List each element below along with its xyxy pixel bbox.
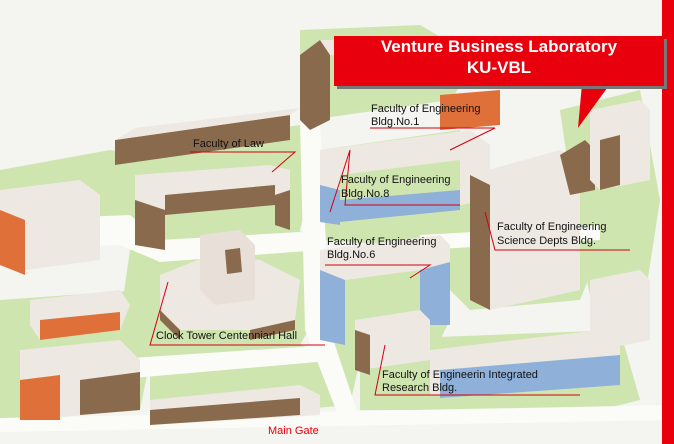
building-law — [115, 108, 300, 165]
leader-lines — [149, 127, 630, 396]
banner-pointer — [578, 84, 610, 128]
building-science-depts — [470, 140, 595, 310]
label-engineering-8-line1: Faculty of Engineering — [341, 174, 451, 186]
building-integrated-research — [355, 310, 620, 398]
label-engineering-6-line2: Bldg.No.6 — [327, 249, 376, 261]
label-engineering-1-line2: Bldg.No.1 — [371, 116, 420, 128]
label-integrated-research-line2: Research Bldg. — [382, 382, 458, 394]
banner-title: Venture Business Laboratory — [380, 37, 618, 56]
building-engineering-6 — [320, 235, 450, 345]
label-clock-tower: Clock Tower Centenniarl Hall — [156, 330, 298, 342]
building-clock-tower — [160, 230, 300, 340]
label-engineering-1-line1: Faculty of Engineering — [371, 103, 481, 115]
label-faculty-of-law: Faculty of Law — [193, 138, 264, 150]
label-integrated-research-line1: Faculty of Engineerin Integrated — [382, 369, 538, 381]
label-engineering-6-line1: Faculty of Engineering — [327, 236, 437, 248]
vbl-banner: Venture Business Laboratory KU-VBL — [334, 36, 664, 86]
label-main-gate: Main Gate — [268, 425, 319, 437]
building-south — [150, 385, 320, 425]
label-science-depts-line1: Faculty of Engineering — [497, 221, 607, 233]
red-edge-stripe — [662, 0, 674, 444]
building-law-2 — [135, 165, 290, 250]
label-science-depts-line2: Science Depts Bldg. — [497, 235, 597, 247]
banner-subtitle: KU-VBL — [466, 58, 532, 77]
label-engineering-8-line2: Bldg.No.8 — [341, 188, 390, 200]
building-east — [590, 100, 650, 350]
building-west-orange — [0, 180, 140, 420]
